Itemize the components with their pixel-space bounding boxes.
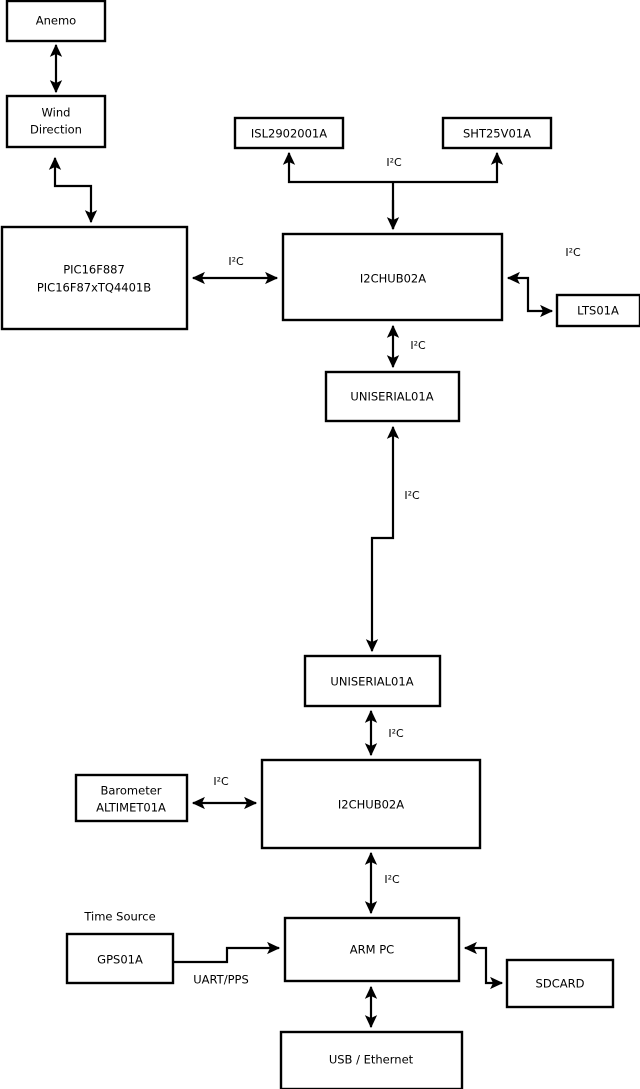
edge-label-i2c-barometer-hub2: I²C — [213, 775, 229, 788]
node-uniserial-upper-label: UNISERIAL01A — [350, 390, 433, 404]
node-sht-humidity-sensor-label: SHT25V01A — [463, 127, 531, 141]
node-uniserial-upper[interactable]: UNISERIAL01A — [324, 370, 461, 423]
node-pic-mcu-box — [0, 225, 189, 331]
connector-wind-pic — [48, 156, 98, 224]
node-uniserial-lower[interactable]: UNISERIAL01A — [303, 654, 442, 708]
connections-layer — [48, 43, 554, 1029]
connector-uniserial-chain — [365, 425, 400, 653]
node-i2chub-bottom[interactable]: I2CHUB02A — [260, 758, 482, 850]
node-arm-pc-label: ARM PC — [350, 943, 394, 957]
edge-label-i2c-hub-uniserial: I²C — [410, 339, 426, 352]
connector-gps-armpc — [173, 941, 281, 964]
edge-label-i2c-pic-hub: I²C — [228, 255, 244, 268]
edge-label-i2c-sensors-hub: I²C — [386, 156, 402, 169]
edge-labels-layer: I²C I²C I²C I²C I²C I²C I²C I²C — [213, 156, 581, 886]
node-sdcard[interactable]: SDCARD — [505, 958, 615, 1009]
node-barometer-label-line2: ALTIMET01A — [96, 801, 166, 815]
node-pic-mcu-label-line2: PIC16F87xTQ4401B — [37, 281, 151, 295]
node-gps-label: GPS01A — [97, 953, 143, 967]
node-i2chub-bottom-label: I2CHUB02A — [338, 798, 404, 812]
connector-hubtop-lts — [506, 271, 554, 318]
edge-label-i2c-uniserial-chain: I²C — [404, 489, 420, 502]
node-arm-pc[interactable]: ARM PC — [283, 916, 461, 983]
node-isl-light-sensor-label: ISL2902001A — [251, 127, 327, 141]
node-gps[interactable]: GPS01A — [65, 932, 175, 985]
node-arm-pc-box — [283, 916, 461, 983]
node-usb-ethernet-box — [279, 1030, 464, 1089]
node-uniserial-upper-box — [324, 370, 461, 423]
edge-label-i2c-hub-lts: I²C — [565, 246, 581, 259]
node-anemo-box — [5, 0, 107, 43]
node-isl-light-sensor-box — [233, 116, 345, 150]
node-pic-mcu-label-line1: PIC16F887 — [63, 263, 125, 277]
node-gps-box — [65, 932, 175, 985]
node-i2chub-top-label: I2CHUB02A — [360, 272, 426, 286]
node-i2chub-top-box — [281, 232, 504, 322]
node-usb-ethernet[interactable]: USB / Ethernet — [279, 1030, 464, 1089]
node-anemo-label: Anemo — [36, 14, 76, 28]
node-lts-temp-sensor-label: LTS01A — [577, 304, 619, 318]
connector-armpc-sdcard — [463, 941, 504, 990]
edge-label-i2c-hub2-arm: I²C — [384, 873, 400, 886]
node-uniserial-lower-label: UNISERIAL01A — [330, 675, 413, 689]
node-i2chub-top[interactable]: I2CHUB02A — [281, 232, 504, 322]
node-lts-temp-sensor[interactable]: LTS01A — [555, 293, 640, 328]
node-sdcard-box — [505, 958, 615, 1009]
node-barometer-box — [74, 773, 189, 823]
node-lts-temp-sensor-box — [555, 293, 640, 328]
node-barometer[interactable]: Barometer ALTIMET01A — [74, 773, 189, 823]
node-barometer-label-line1: Barometer — [100, 784, 161, 798]
node-isl-light-sensor[interactable]: ISL2902001A — [233, 116, 345, 150]
node-sdcard-label: SDCARD — [536, 977, 585, 991]
node-usb-ethernet-label: USB / Ethernet — [329, 1053, 414, 1067]
connector-bus-to-sht — [393, 151, 504, 184]
node-wind-direction[interactable]: Wind Direction — [5, 94, 107, 149]
node-wind-direction-label-line2: Direction — [30, 123, 82, 137]
node-anemo[interactable]: Anemo — [5, 0, 107, 43]
label-time-source: Time Source — [83, 910, 155, 924]
label-uart-pps: UART/PPS — [193, 973, 249, 987]
node-i2chub-bottom-box — [260, 758, 482, 850]
node-wind-direction-label-line1: Wind — [42, 106, 71, 120]
node-uniserial-lower-box — [303, 654, 442, 708]
node-pic-mcu[interactable]: PIC16F887 PIC16F87xTQ4401B — [0, 225, 189, 331]
node-sht-humidity-sensor[interactable]: SHT25V01A — [441, 116, 553, 150]
edge-label-i2c-uniserial-hub2: I²C — [388, 727, 404, 740]
node-sht-humidity-sensor-box — [441, 116, 553, 150]
connector-bus-to-isl — [282, 151, 393, 184]
free-labels-layer: Time Source UART/PPS — [83, 910, 248, 987]
node-wind-direction-box — [5, 94, 107, 149]
